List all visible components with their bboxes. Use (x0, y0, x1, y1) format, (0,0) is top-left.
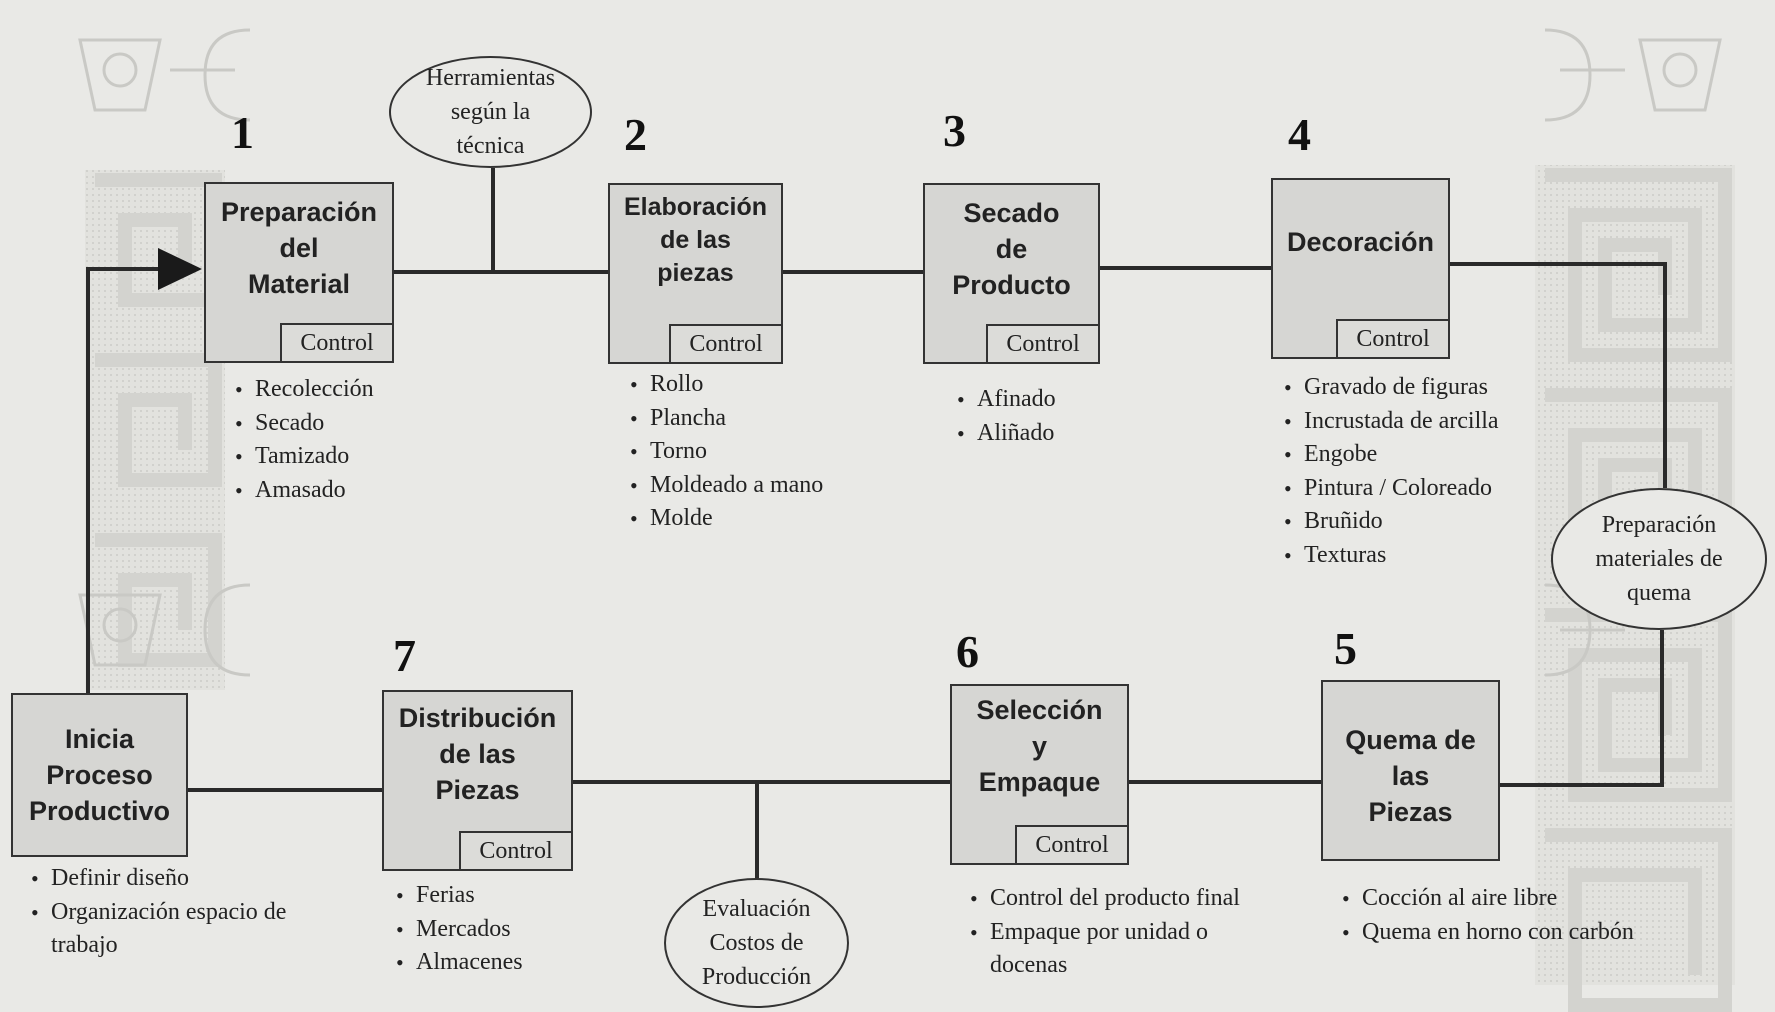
list-item: Texturas (1284, 539, 1499, 573)
list-item: Secado (235, 407, 374, 441)
oval-text: Preparación materiales de quema (1595, 512, 1723, 606)
step-3-list: Afinado Aliñado (957, 383, 1056, 450)
list-item: Afinado (957, 383, 1056, 417)
step-2-list: Rollo Plancha Torno Moldeado a mano Mold… (630, 368, 823, 536)
list-item: Moldeado a mano (630, 469, 823, 503)
step-7-list: Ferias Mercados Almacenes (396, 879, 523, 980)
list-item: Cocción al aire libre (1342, 882, 1662, 916)
step-title: Decoración (1286, 227, 1435, 257)
step-number-6: 6 (956, 626, 979, 677)
step-title: Elaboración de las piezas (623, 193, 768, 287)
step-box-decoracion: Decoración Control (1271, 178, 1450, 359)
step-number-3: 3 (943, 105, 966, 156)
start-title: Inicia Proceso Productivo (28, 724, 170, 826)
oval-preparacion-quema: Preparación materiales de quema (1551, 488, 1767, 630)
list-item: Mercados (396, 913, 523, 947)
list-item: Bruñido (1284, 505, 1499, 539)
list-item: Molde (630, 502, 823, 536)
step-box-distribucion: Distribución de las Piezas Control (382, 690, 573, 871)
list-item: Empaque por unidad o docenas (970, 916, 1270, 983)
list-item: Organización espacio de trabajo (31, 896, 331, 963)
list-item: Amasado (235, 474, 374, 508)
control-label: Control (280, 323, 392, 361)
oval-evaluacion: Evaluación Costos de Producción (664, 878, 849, 1008)
list-item: Tamizado (235, 440, 374, 474)
step-5-list: Cocción al aire libre Quema en horno con… (1342, 882, 1662, 949)
logo-watermark-top-right (1544, 28, 1722, 122)
control-label: Control (1336, 319, 1448, 357)
step-box-elaboracion: Elaboración de las piezas Control (608, 183, 783, 364)
arrowhead-icon (158, 248, 202, 290)
step-title: Selección y Empaque (976, 695, 1103, 797)
control-label: Control (669, 324, 781, 362)
step-1-list: Recolección Secado Tamizado Amasado (235, 373, 374, 507)
list-item: Rollo (630, 368, 823, 402)
step-box-quema: Quema de las Piezas (1321, 680, 1500, 861)
step-4-list: Gravado de figuras Incrustada de arcilla… (1284, 371, 1499, 572)
step-title: Quema de las Piezas (1345, 725, 1476, 827)
step-title: Secado de Producto (952, 198, 1071, 300)
list-item: Incrustada de arcilla (1284, 405, 1499, 439)
connector-oval-5 (1500, 630, 1664, 787)
oval-herramientas: Herramientas según la técnica (389, 56, 592, 168)
step-title: Distribución de las Piezas (398, 703, 557, 805)
step-number-4: 4 (1288, 109, 1311, 160)
list-item: Torno (630, 435, 823, 469)
step-title: Preparación del Material (220, 197, 378, 299)
start-list: Definir diseño Organización espacio de t… (31, 862, 331, 963)
list-item: Quema en horno con carbón (1342, 916, 1662, 950)
step-box-secado: Secado de Producto Control (923, 183, 1100, 364)
logo-watermark-top-left (78, 28, 251, 122)
list-item: Pintura / Coloreado (1284, 472, 1499, 506)
list-item: Gravado de figuras (1284, 371, 1499, 405)
list-item: Engobe (1284, 438, 1499, 472)
control-label: Control (986, 324, 1098, 362)
list-item: Ferias (396, 879, 523, 913)
list-item: Definir diseño (31, 862, 331, 896)
control-label: Control (459, 831, 571, 869)
control-label: Control (1015, 825, 1127, 863)
oval-text: Herramientas según la técnica (425, 65, 556, 159)
start-box: Inicia Proceso Productivo (11, 693, 188, 857)
list-item: Aliñado (957, 417, 1056, 451)
connector-4-oval (1450, 262, 1667, 488)
list-item: Recolección (235, 373, 374, 407)
step-box-preparacion: Preparación del Material Control (204, 182, 394, 363)
list-item: Almacenes (396, 946, 523, 980)
connector-start-1 (86, 267, 165, 693)
step-number-7: 7 (393, 630, 416, 681)
step-6-list: Control del producto final Empaque por u… (970, 882, 1270, 983)
step-number-1: 1 (231, 107, 254, 158)
step-number-2: 2 (624, 109, 647, 160)
left-greek-pattern (85, 170, 225, 690)
step-box-seleccion: Selección y Empaque Control (950, 684, 1129, 865)
list-item: Control del producto final (970, 882, 1270, 916)
step-number-5: 5 (1334, 623, 1357, 674)
list-item: Plancha (630, 402, 823, 436)
oval-text: Evaluación Costos de Producción (701, 896, 812, 990)
